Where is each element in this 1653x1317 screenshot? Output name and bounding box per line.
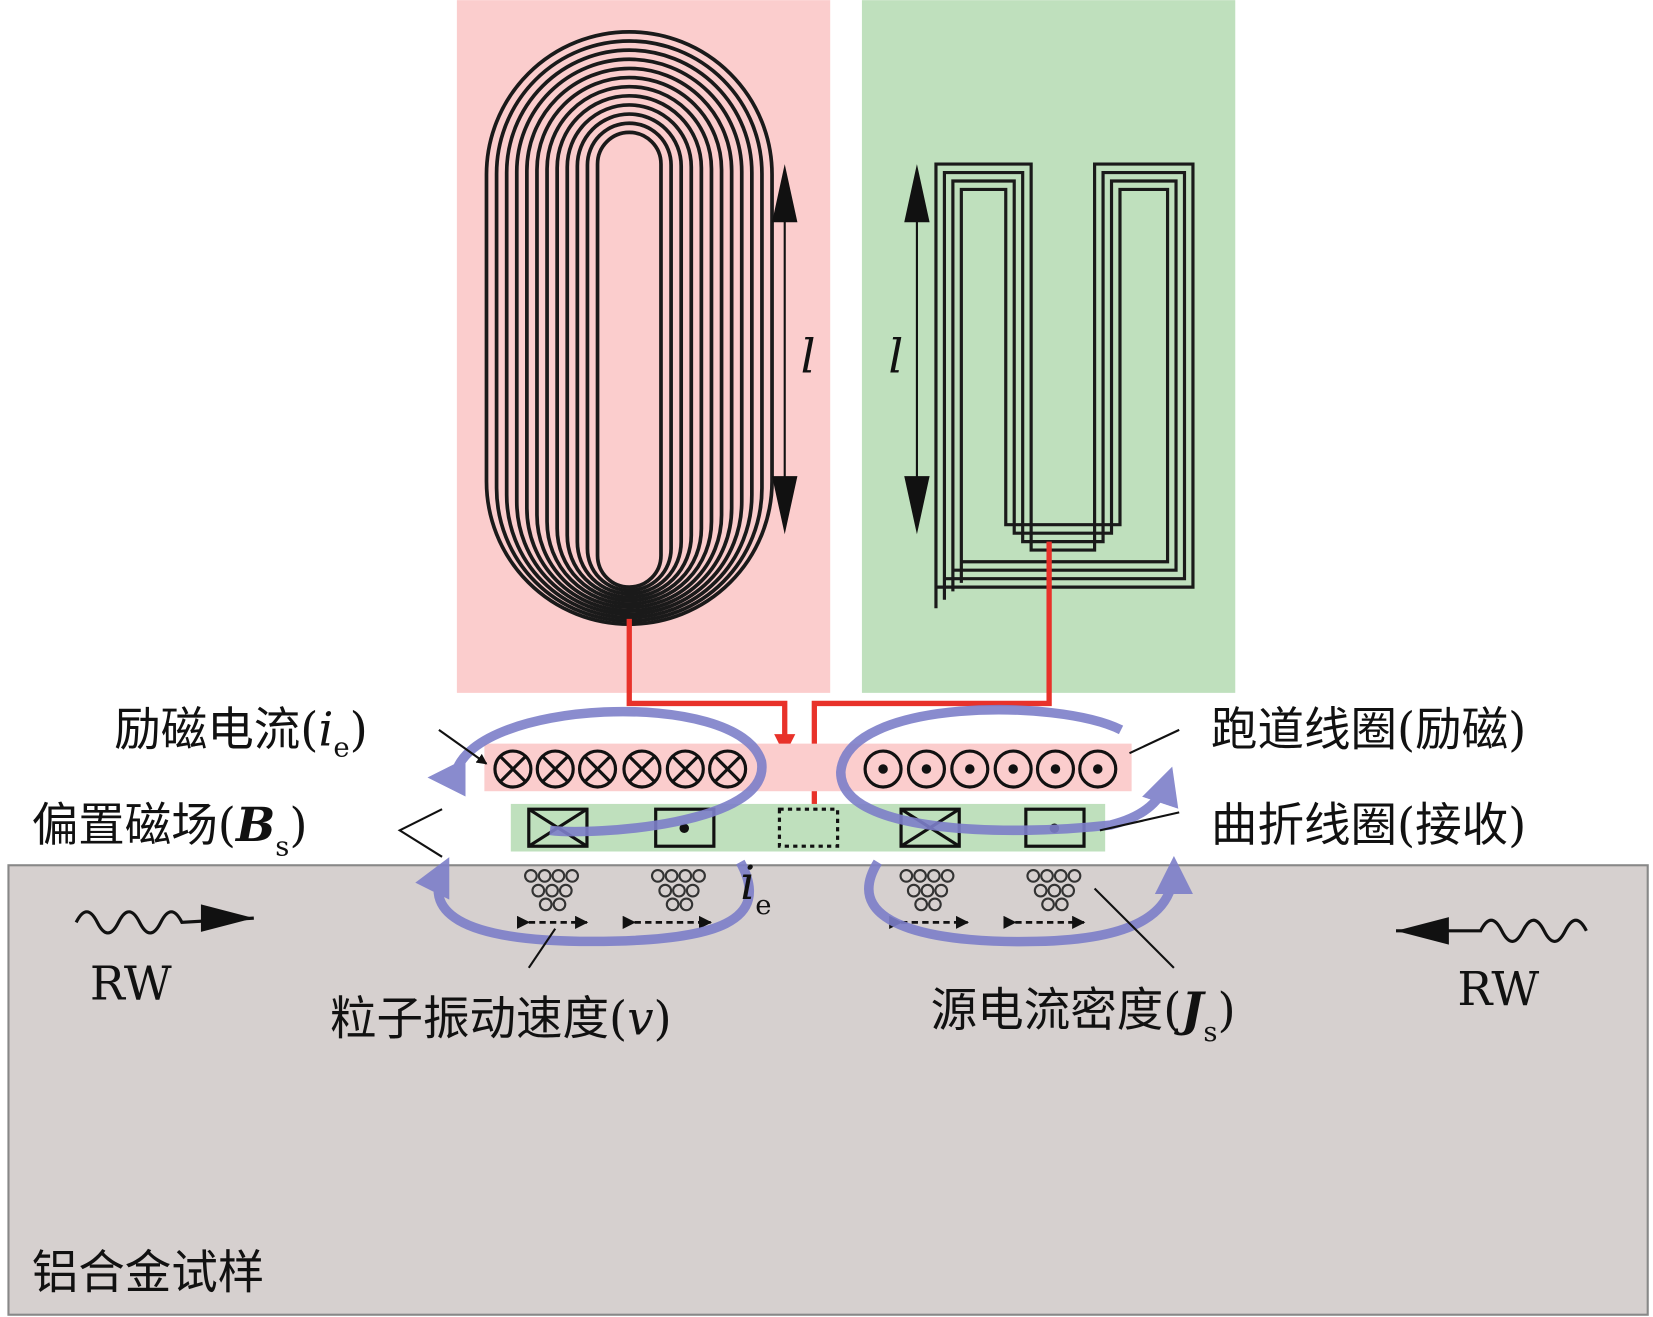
current-into-page-icon — [493, 749, 533, 789]
current-into-page-icon — [665, 749, 705, 789]
label-eddy-current: ie — [740, 856, 771, 921]
label-racetrack-coil: 跑道线圈(励磁) — [1211, 703, 1526, 757]
label-particle-velocity: 粒子振动速度(v) — [330, 991, 672, 1045]
coil-turn — [514, 57, 744, 616]
current-into-page-row — [493, 749, 748, 789]
flux-loop-upper-right — [836, 705, 1179, 836]
rw-wave-left — [74, 910, 254, 935]
label-bias-field: 偏置磁场(Bs) — [32, 797, 308, 863]
length-label-right: l — [888, 329, 903, 383]
eddy-current-clusters — [524, 868, 1082, 912]
coil-turn — [585, 121, 673, 593]
eddy-current-cluster — [524, 868, 580, 912]
current-out-of-page-icon — [950, 749, 990, 789]
coil-turn — [555, 93, 704, 603]
wire-dashed-icon — [777, 807, 840, 848]
specimen-block — [7, 864, 1649, 1316]
label-rw-right: RW — [1457, 962, 1539, 1016]
coil-turn — [535, 75, 724, 610]
excitation-coil-strip — [484, 743, 1132, 792]
meander-trace — [942, 170, 1187, 600]
flux-loops — [415, 705, 1193, 947]
label-excitation-current: 励磁电流(ie) — [114, 703, 368, 764]
meander-trace — [951, 179, 1178, 592]
current-into-page-icon — [708, 749, 748, 789]
current-out-of-page-row — [863, 749, 1118, 789]
label-specimen: 铝合金试样 — [32, 1245, 265, 1299]
coil-turn — [575, 112, 684, 596]
label-meander-coil: 曲折线圈(接收) — [1211, 798, 1526, 852]
red-connector-left — [626, 618, 796, 756]
current-out-of-page-icon — [1035, 749, 1076, 789]
current-out-of-page-icon — [1078, 749, 1118, 789]
current-into-page-icon — [535, 749, 575, 789]
meander-coil — [934, 162, 1195, 609]
current-into-page-icon — [577, 749, 618, 789]
leader-lines — [397, 728, 1180, 969]
current-into-page-icon — [622, 749, 662, 789]
arrowhead-icon — [200, 904, 254, 932]
eddy-current-cluster — [899, 868, 955, 912]
current-out-of-page-icon — [863, 749, 903, 789]
label-rw-left: RW — [90, 957, 172, 1011]
coil-turn — [525, 66, 734, 613]
flux-loop-lower-left — [415, 857, 755, 947]
current-out-of-page-icon — [993, 749, 1033, 789]
eddy-current-cluster — [1026, 868, 1082, 912]
coil-turn — [504, 48, 754, 620]
coil-turn — [595, 130, 663, 589]
current-out-of-page-icon — [906, 749, 947, 789]
rw-wave-right — [1396, 918, 1588, 943]
arrowhead-icon — [1396, 917, 1449, 945]
meander-trace — [959, 187, 1170, 583]
eddy-current-cluster — [650, 868, 706, 912]
flux-loop-upper-left — [450, 706, 767, 837]
label-source-current-density: 源电流密度(Js) — [931, 982, 1236, 1048]
coil-turn — [545, 84, 714, 606]
flux-loop-lower-right — [864, 855, 1193, 947]
length-label-left: l — [801, 329, 816, 383]
meander-trace — [934, 162, 1195, 609]
coil-turn — [565, 103, 694, 600]
